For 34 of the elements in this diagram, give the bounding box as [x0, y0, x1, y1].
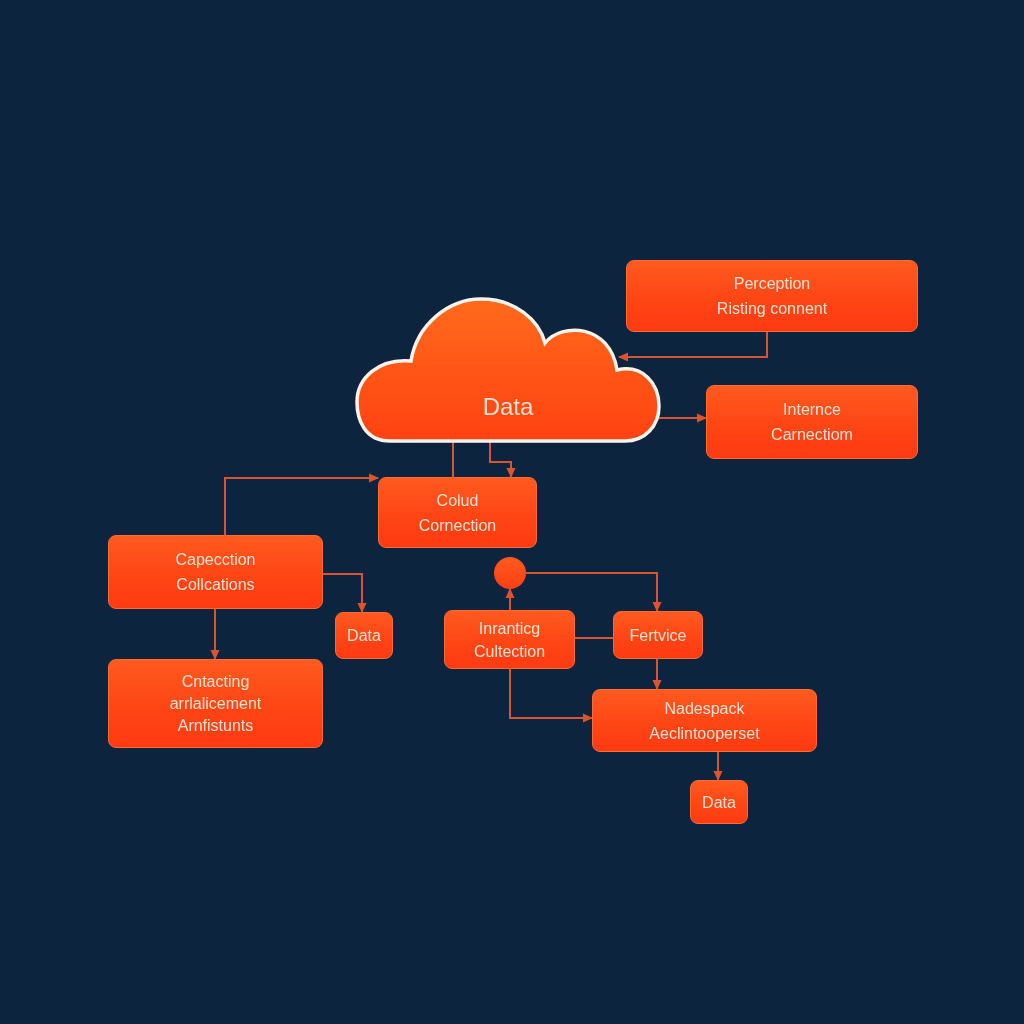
node-label: Inranticg Cultection [472, 618, 547, 662]
process-box [444, 610, 575, 669]
process-box [626, 260, 918, 332]
node-label: Fertvice [629, 625, 687, 646]
arrow [509, 668, 593, 723]
node-label: Cntacting arrlalicement Arnfistunts [168, 671, 263, 736]
node-label: Colud Cornection [417, 490, 498, 536]
circle-node [494, 557, 526, 589]
arrow [505, 588, 515, 611]
process-box [592, 689, 817, 752]
node-label: Data [481, 392, 535, 422]
process-box [706, 385, 918, 459]
process-box [613, 611, 703, 659]
node-label: Data [347, 626, 381, 646]
node-label: Perception Risting connent [715, 274, 829, 319]
process-box [108, 535, 323, 609]
process-box [690, 780, 748, 824]
connector-line [574, 637, 614, 639]
arrow [657, 413, 707, 423]
arrow [525, 572, 662, 612]
arrow [652, 658, 662, 690]
arrow [224, 473, 379, 536]
arrow [713, 751, 723, 781]
node-label: Nadespack Aeclintooperset [648, 698, 761, 744]
arrow [618, 331, 768, 362]
arrow [322, 573, 367, 613]
cloud-shape [355, 296, 661, 444]
process-box [335, 612, 393, 659]
process-box [108, 659, 323, 748]
node-label: Data [702, 792, 736, 813]
node-label: Internce Carnectiom [770, 400, 854, 445]
process-box [378, 477, 537, 548]
arrow [210, 608, 220, 660]
node-label: Capecction Collcations [174, 550, 257, 595]
